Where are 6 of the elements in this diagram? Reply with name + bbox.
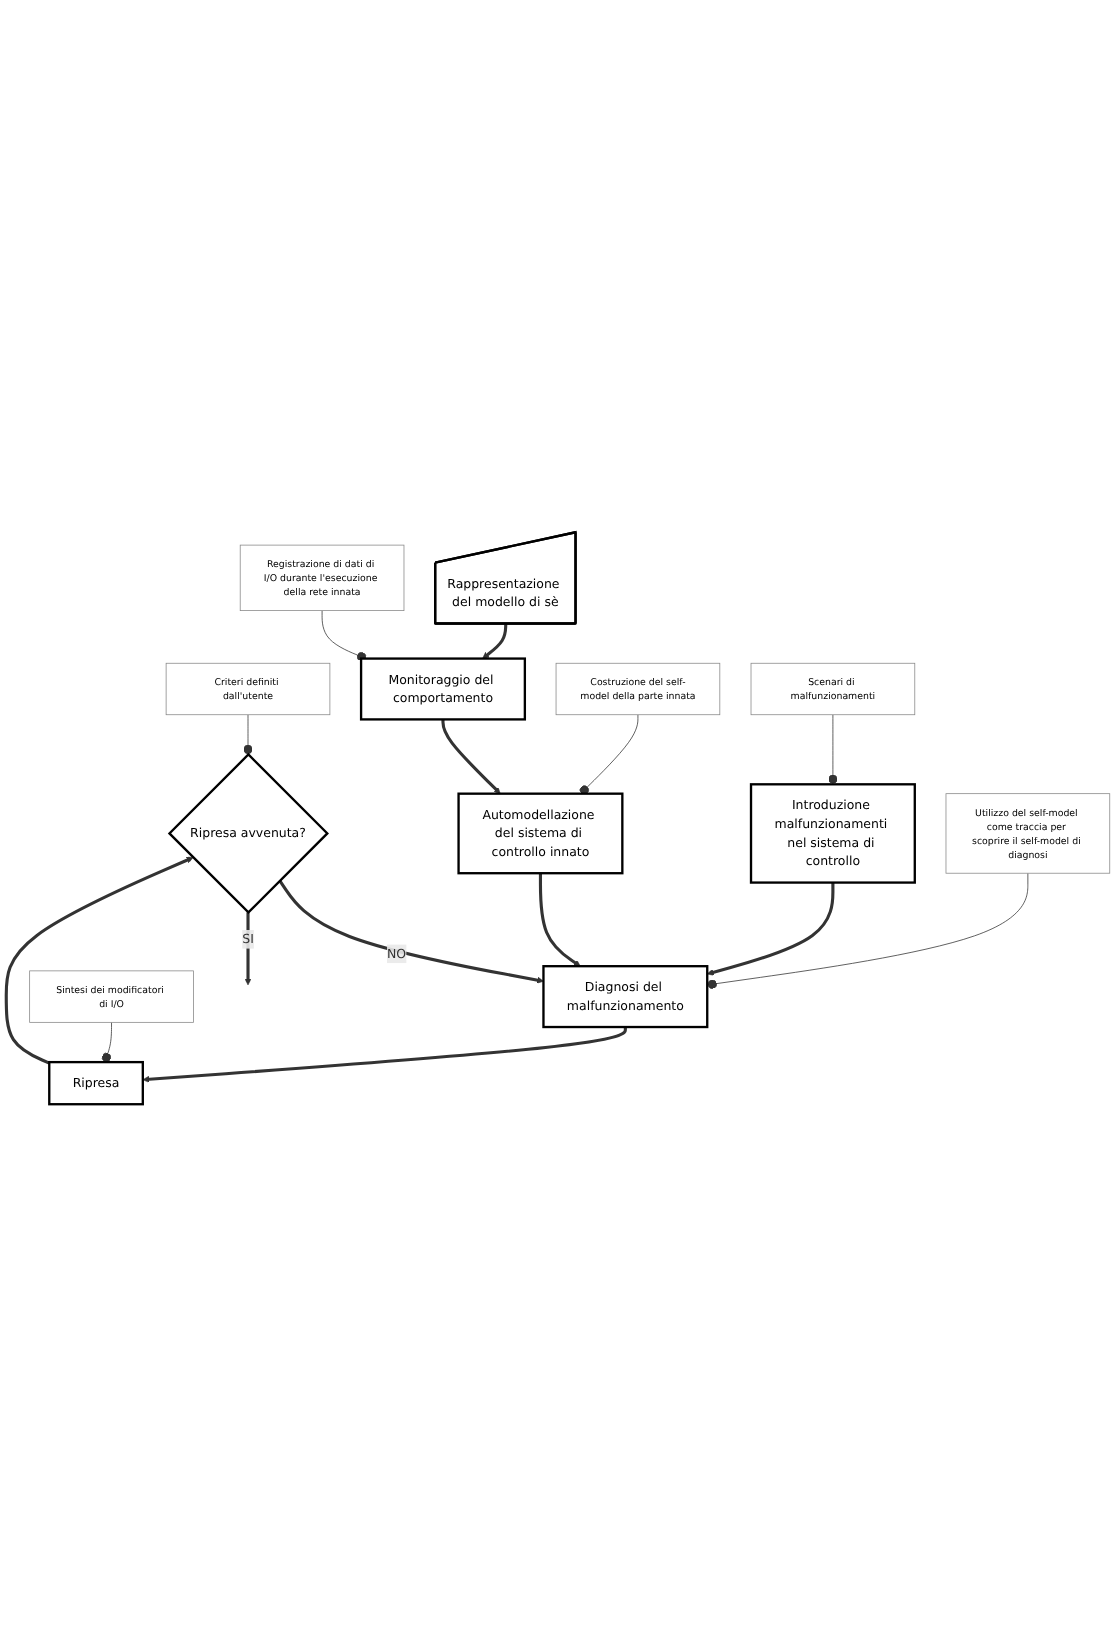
arrow [142,1027,627,1084]
arrow [441,720,501,795]
arrow [482,624,508,660]
arrow [278,880,544,985]
arrow [538,873,581,968]
arrow [706,883,835,977]
